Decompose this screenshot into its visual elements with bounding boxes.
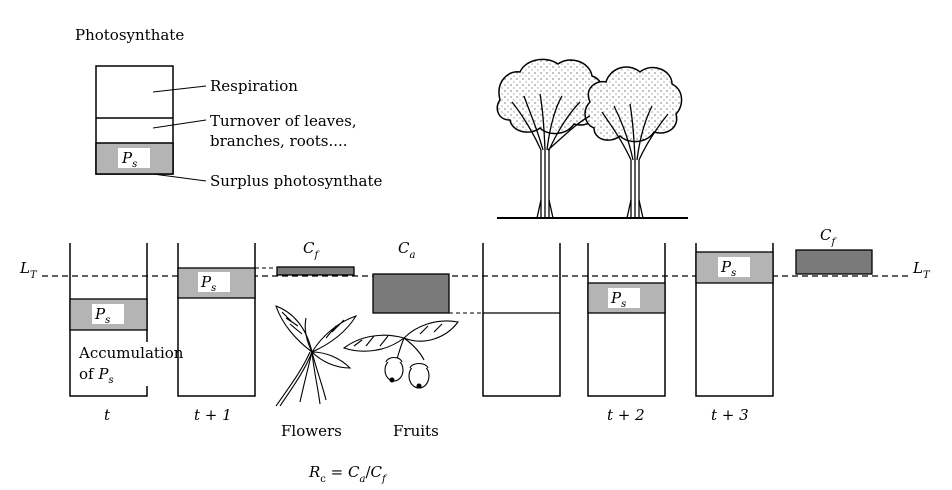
legend-turnover-label-2: branches, roots.... [210, 132, 348, 150]
legend-ps-label: Ps [121, 149, 137, 170]
legend-pointer-turnover [152, 119, 207, 129]
fruits-illustration [342, 320, 459, 389]
legend-turnover-label-1: Turnover of leaves, [210, 112, 357, 130]
bucket-t1: Ps [177, 243, 256, 397]
accumulation-label-1: Accumulation [78, 344, 184, 362]
legend-pointer-surplus [152, 173, 207, 182]
flowers-illustration [275, 305, 358, 407]
bucket-t2: Ps [587, 243, 666, 397]
svg-text:Ps: Ps [200, 273, 216, 294]
fruits-label: Fruits [393, 422, 439, 440]
bucket-after-fruit [482, 243, 561, 397]
cost-ca-label: Ca [398, 239, 415, 261]
cost-cf-label-2: Cf [820, 226, 837, 248]
formula-rc: Rc = Ca/Cf [308, 463, 388, 485]
step-label-t3: t + 3 [711, 406, 749, 424]
legend-pointer-respiration [152, 85, 207, 93]
step-label-t2: t + 2 [607, 406, 645, 424]
legend-respiration-label: Respiration [210, 77, 298, 95]
flowers-label: Flowers [281, 422, 342, 440]
cost-ca-bar [372, 273, 450, 314]
legend-ps-box [118, 148, 150, 168]
cost-cf-bar-1 [276, 266, 355, 276]
legend-surplus-label: Surplus photosynthate [210, 172, 382, 190]
svg-text:Ps: Ps [720, 258, 736, 279]
threshold-label-left: LT [19, 259, 38, 281]
threshold-label-right: LT [912, 259, 931, 281]
svg-text:Ps: Ps [94, 305, 110, 326]
trees-illustration [496, 58, 688, 219]
step-label-t1: t + 1 [194, 406, 232, 424]
legend-title: Photosynthate [75, 26, 184, 44]
bucket-t: Ps Accumulation of Ps [69, 243, 184, 397]
bucket-t3: Ps [695, 243, 774, 397]
accumulation-label-2: of Ps [79, 365, 114, 386]
step-label-t: t [104, 406, 111, 424]
cost-cf-label-1: Cf [303, 239, 320, 261]
cost-cf-bar-2 [795, 249, 873, 275]
svg-text:Ps: Ps [610, 289, 626, 310]
